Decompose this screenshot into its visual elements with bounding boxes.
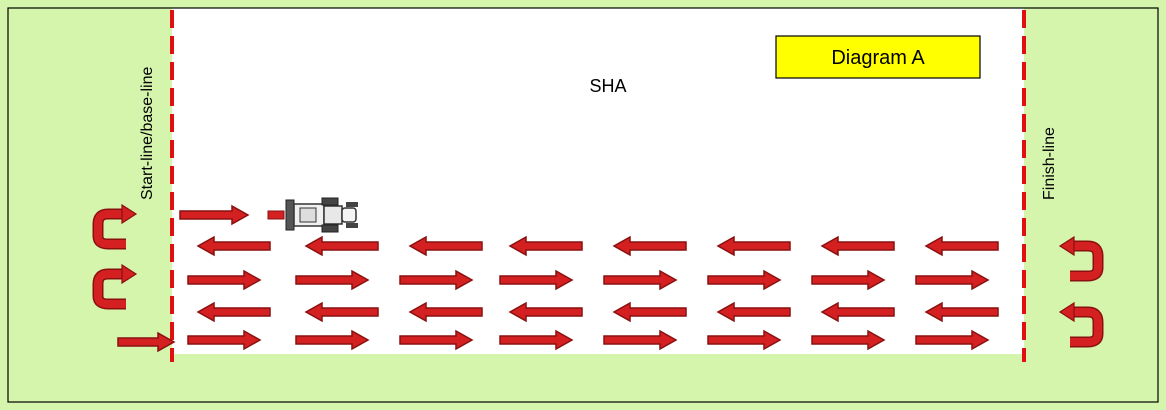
mower-trail	[267, 210, 285, 220]
first-pass-arrow	[179, 204, 250, 226]
ride-on-mower-icon	[285, 197, 358, 233]
finish-line-label: Finish-line	[1041, 127, 1058, 200]
diagram-border	[7, 7, 1159, 403]
field-label: SHA	[589, 76, 626, 96]
start-line-label: Start-line/base-line	[139, 67, 156, 201]
title-box-label: Diagram A	[831, 47, 925, 69]
title-box	[775, 35, 981, 79]
entry-arrow	[117, 331, 176, 353]
